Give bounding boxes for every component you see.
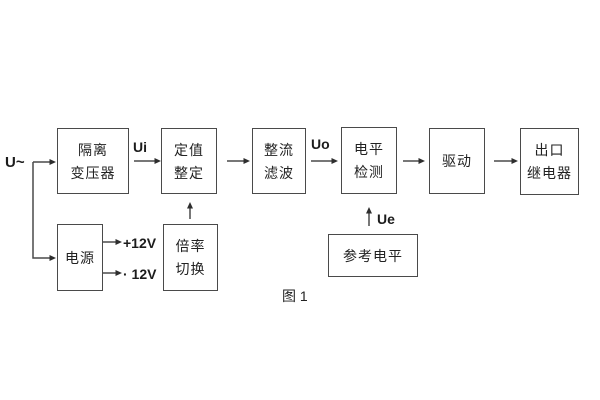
box-label-line: 倍率 xyxy=(175,238,206,254)
box-label-line: 出口 xyxy=(534,142,565,158)
box-reference-level: 参考电平 xyxy=(328,234,418,277)
label-plus-12v: +12V xyxy=(123,235,157,251)
box-label-line: 整流 xyxy=(264,141,294,158)
figure-caption: 图 1 xyxy=(282,288,308,304)
box-label-line: 变压器 xyxy=(70,164,116,181)
box-label-line: 滤波 xyxy=(264,164,294,181)
box-label-line: 驱动 xyxy=(442,153,472,169)
box-level-detection: 电平 检测 xyxy=(341,127,397,194)
box-label-line: 切换 xyxy=(175,261,206,277)
box-label-line: 隔离 xyxy=(78,141,108,158)
box-setting: 定值 整定 xyxy=(161,128,217,194)
label-ui: Ui xyxy=(133,139,147,155)
box-label-line: 电源 xyxy=(65,249,95,266)
box-ratio-switch: 倍率 切换 xyxy=(163,224,218,291)
box-label-line: 整定 xyxy=(174,164,204,181)
label-input-voltage: U~ xyxy=(5,154,25,171)
box-rectifier-filter: 整流 滤波 xyxy=(252,128,306,194)
label-ue: Ue xyxy=(377,211,395,227)
box-label-line: 继电器 xyxy=(527,165,572,181)
box-label-line: 检测 xyxy=(354,164,384,180)
box-label-line: 定值 xyxy=(174,141,204,158)
box-drive: 驱动 xyxy=(429,128,485,194)
box-label-line: 参考电平 xyxy=(343,247,403,264)
box-isolation-transformer: 隔离 变压器 xyxy=(57,128,129,194)
arrow-input-to-power xyxy=(32,162,56,261)
label-minus-12v: · 12V xyxy=(123,266,157,282)
label-uo: Uo xyxy=(311,136,330,152)
box-output-relay: 出口 继电器 xyxy=(520,128,579,195)
box-power-supply: 电源 xyxy=(57,224,103,291)
box-label-line: 电平 xyxy=(354,141,384,157)
